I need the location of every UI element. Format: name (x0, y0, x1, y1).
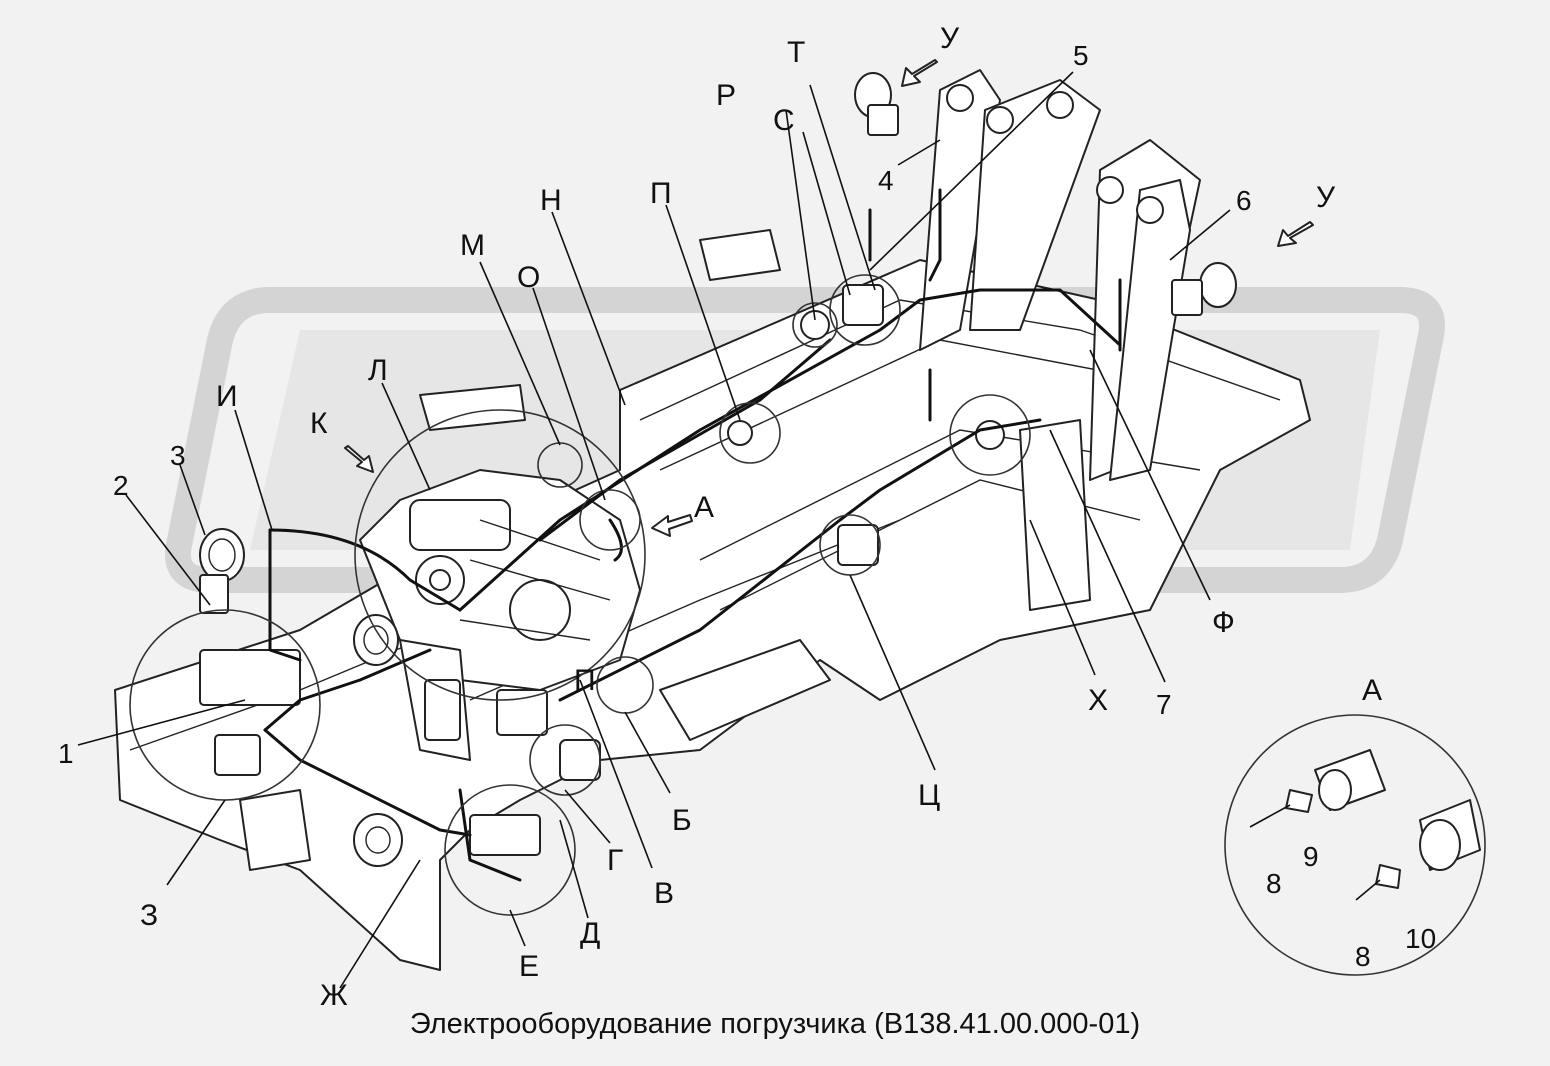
label-d: Д (580, 917, 600, 950)
label-u1: У (940, 22, 960, 55)
number-4: 4 (878, 165, 894, 196)
label-k: К (310, 407, 328, 440)
label-s: С (773, 104, 795, 137)
label-pe: П (650, 177, 672, 210)
number-labels: 1 2 3 4 5 6 7 8 8 9 10 (58, 40, 1436, 972)
diagram-caption: Электрооборудование погрузчика (В138.41.… (409, 1008, 1141, 1040)
arrow-u2-icon (1277, 221, 1314, 247)
number-1: 1 (58, 738, 74, 769)
arrow-u1-icon (901, 59, 938, 87)
number-10: 10 (1405, 923, 1436, 954)
arrow-k-icon (344, 445, 374, 473)
label-kh: Х (1088, 684, 1108, 717)
label-t: Т (787, 36, 805, 69)
view-a-inset (1224, 714, 1486, 976)
callout-circles (129, 274, 1031, 916)
label-g: Г (607, 844, 623, 877)
label-pe2: П (574, 664, 596, 697)
number-9: 9 (1303, 841, 1319, 872)
number-3: 3 (170, 440, 186, 471)
number-8b: 8 (1355, 941, 1371, 972)
label-o: О (517, 261, 540, 294)
label-view-a: А (1362, 674, 1382, 707)
headlights (199, 72, 1237, 867)
view-arrows (344, 59, 1314, 537)
arrow-a-icon (651, 514, 693, 537)
label-m: М (460, 229, 485, 262)
label-b: Б (672, 804, 692, 837)
number-8a: 8 (1266, 868, 1282, 899)
number-7: 7 (1156, 689, 1172, 720)
number-2: 2 (113, 470, 129, 501)
label-f: Ф (1212, 606, 1235, 639)
leader-lines (77, 71, 1231, 989)
engine (359, 469, 641, 761)
label-i: И (216, 380, 238, 413)
label-l: Л (368, 354, 388, 387)
label-u2: У (1316, 181, 1336, 214)
label-z: З (140, 899, 158, 932)
label-a: А (694, 491, 714, 524)
number-5: 5 (1073, 40, 1089, 71)
letter-labels: Р С Т У У Н П М О Л И К А Ф Х Ц Б Г В Д … (140, 22, 1382, 1012)
label-v: В (654, 877, 674, 910)
number-6: 6 (1236, 185, 1252, 216)
label-e: Е (519, 950, 539, 983)
label-zh: Ж (320, 979, 348, 1012)
label-ts: Ц (918, 779, 940, 812)
label-p: Р (716, 79, 736, 112)
label-n: Н (540, 184, 562, 217)
